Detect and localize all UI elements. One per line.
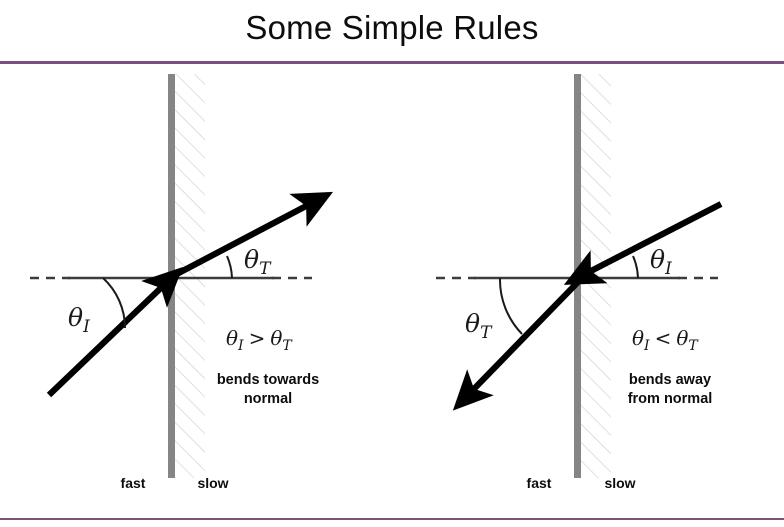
caption-line1-left: bends towards	[217, 372, 319, 388]
incident-ray-left	[46, 267, 183, 398]
title-divider-top	[0, 61, 784, 64]
angle-arc-incident-right	[632, 255, 639, 279]
hatch-region-right	[581, 74, 611, 478]
theta-incident-label-left: θI	[68, 303, 90, 337]
angle-arc-transmitted-right	[498, 277, 523, 335]
medium-fast-label-right: fast	[527, 475, 552, 491]
medium-slow-label-left: slow	[197, 475, 228, 491]
medium-slow-label-right: slow	[604, 475, 635, 491]
page-title: Some Simple Rules	[245, 9, 539, 46]
angle-arc-transmitted-left	[226, 255, 233, 279]
medium-fast-label-left: fast	[121, 475, 146, 491]
diagram-left: θI θT θI>θT bends towards normal fast sl…	[30, 74, 334, 491]
caption-line2-left: normal	[244, 391, 292, 407]
figure-area: θI θT θI>θT bends towards normal fast sl…	[0, 64, 784, 516]
inequality-left: θI>θT	[226, 326, 293, 354]
transmitted-ray-left	[171, 191, 334, 279]
theta-incident-label-right: θI	[650, 245, 672, 279]
incident-ray-right	[563, 201, 723, 285]
caption-line2-right: from normal	[628, 391, 713, 407]
slide-divider-bottom	[0, 518, 784, 520]
inequality-right: θI<θT	[632, 326, 699, 354]
transmitted-ray-right	[452, 279, 581, 411]
theta-transmitted-label-left: θT	[244, 245, 272, 279]
diagram-right: θI θT θI<θT bends away from normal fast …	[436, 74, 723, 491]
refraction-diagrams: θI θT θI>θT bends towards normal fast sl…	[30, 74, 723, 491]
theta-transmitted-label-right: θT	[465, 309, 493, 343]
caption-line1-right: bends away	[629, 372, 711, 388]
angle-arc-incident-left	[102, 277, 126, 329]
